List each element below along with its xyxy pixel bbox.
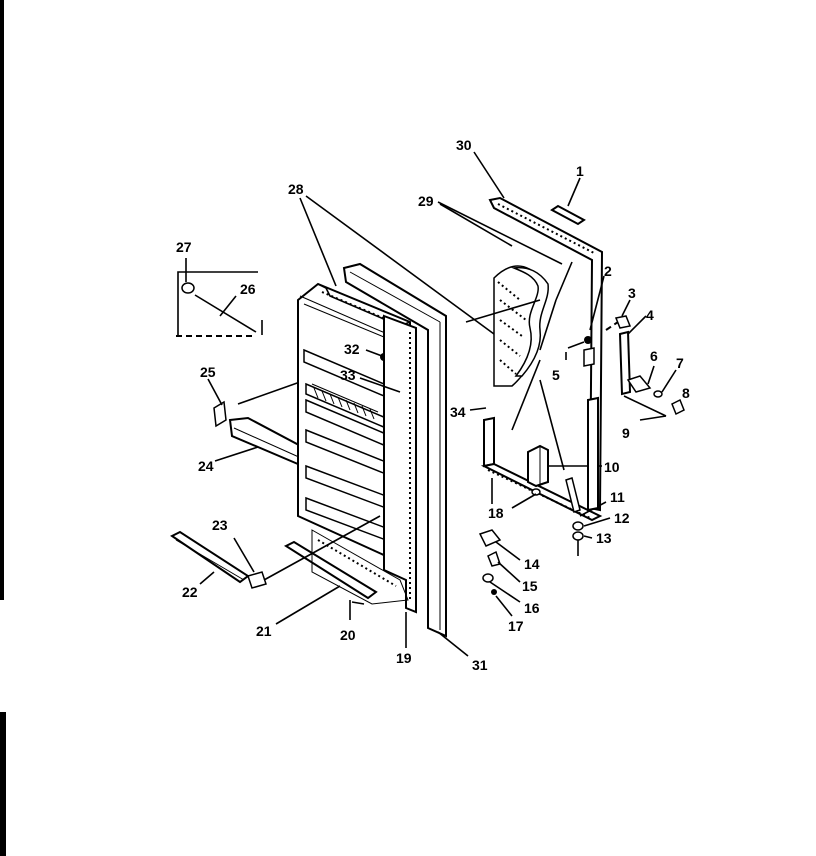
label-29: 29 — [418, 193, 434, 209]
part-34-clip — [469, 407, 487, 411]
leader-28a — [299, 197, 337, 287]
label-25: 25 — [200, 364, 216, 380]
label-11: 11 — [610, 489, 625, 505]
label-20: 20 — [340, 627, 356, 643]
part-25-bracket — [207, 378, 227, 428]
label-15: 15 — [522, 578, 538, 594]
part-26-27-group — [176, 258, 263, 337]
leader-32 — [365, 349, 383, 357]
label-6: 6 — [650, 348, 658, 364]
part-1-strip — [550, 177, 586, 226]
label-23: 23 — [212, 517, 228, 533]
label-28: 28 — [288, 181, 304, 197]
part-18-bolt — [491, 478, 541, 509]
label-22: 22 — [182, 584, 198, 600]
label-33: 33 — [340, 367, 356, 383]
part-31-gasket — [342, 262, 469, 657]
left-edge-bar — [0, 0, 4, 600]
part-29-insulation — [437, 201, 573, 471]
label-24: 24 — [198, 458, 214, 474]
leader-28b — [305, 195, 495, 335]
label-4: 4 — [646, 307, 654, 323]
label-13: 13 — [596, 530, 612, 546]
part-30-lower-frame — [587, 396, 599, 512]
label-12: 12 — [614, 510, 630, 526]
left-edge-bar-bottom — [0, 712, 6, 856]
label-18: 18 — [488, 505, 504, 521]
label-14: 14 — [524, 556, 540, 572]
label-10: 10 — [604, 459, 620, 475]
label-1: 1 — [576, 163, 584, 179]
label-17: 17 — [508, 618, 524, 634]
label-27: 27 — [176, 239, 192, 255]
part-22-23-rail — [170, 515, 381, 589]
label-16: 16 — [524, 600, 540, 616]
label-19: 19 — [396, 650, 412, 666]
label-30: 30 — [456, 137, 472, 153]
label-8: 8 — [682, 385, 690, 401]
part-14-17-lower-hinge — [478, 529, 521, 617]
label-7: 7 — [676, 355, 684, 371]
label-2: 2 — [604, 263, 612, 279]
part-11-12-13-hardware — [565, 477, 611, 556]
label-34: 34 — [450, 404, 466, 420]
label-32: 32 — [344, 341, 360, 357]
part-19-door-panel — [383, 314, 417, 648]
leader-33 — [359, 377, 401, 393]
label-5: 5 — [552, 367, 560, 383]
part-2-9-hinge-hardware — [565, 275, 685, 421]
label-21: 21 — [256, 623, 272, 639]
label-26: 26 — [240, 281, 256, 297]
grille-33 — [311, 383, 379, 420]
label-9: 9 — [622, 425, 630, 441]
label-31: 31 — [472, 657, 488, 673]
label-3: 3 — [628, 285, 636, 301]
